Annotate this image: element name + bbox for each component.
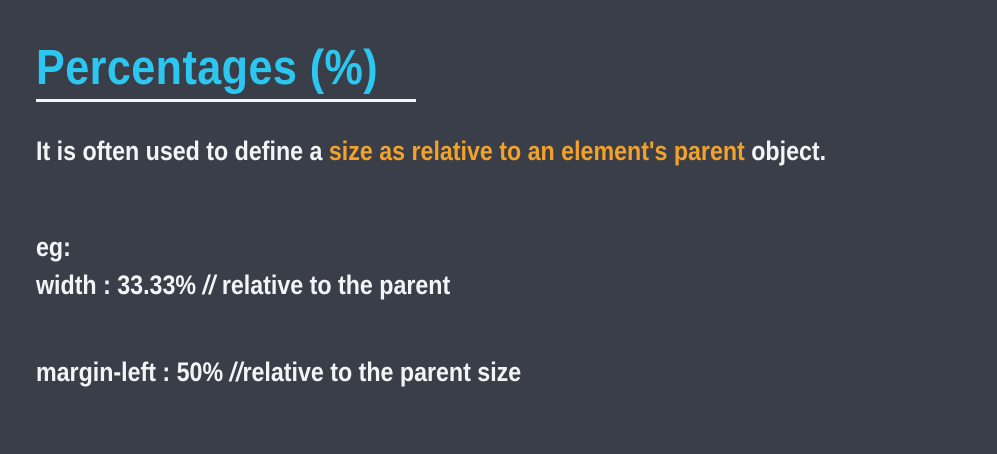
example-margin-comment: relative to the parent size	[242, 357, 522, 387]
eg-label: eg:	[36, 232, 71, 262]
intro-sentence: It is often used to define a size as rel…	[36, 134, 826, 168]
example-width-comment: relative to the parent	[215, 270, 451, 300]
example-width: width : 33.33% // relative to the parent	[36, 268, 450, 302]
title-underline	[36, 99, 416, 102]
example-width-comment-marker: //	[202, 270, 216, 300]
slide-title: Percentages (%)	[36, 41, 379, 95]
title-block: Percentages (%)	[36, 38, 425, 98]
intro-text-before: It is often used to define a	[36, 136, 329, 166]
example-margin-code: margin-left : 50%	[36, 357, 230, 387]
example-width-code: width : 33.33%	[36, 270, 203, 300]
example-margin-comment-marker: //	[229, 357, 243, 387]
intro-highlight: size as relative to an element's parent	[328, 136, 745, 166]
intro-text-after: object.	[744, 136, 827, 166]
example-margin-left: margin-left : 50% //relative to the pare…	[36, 355, 521, 389]
